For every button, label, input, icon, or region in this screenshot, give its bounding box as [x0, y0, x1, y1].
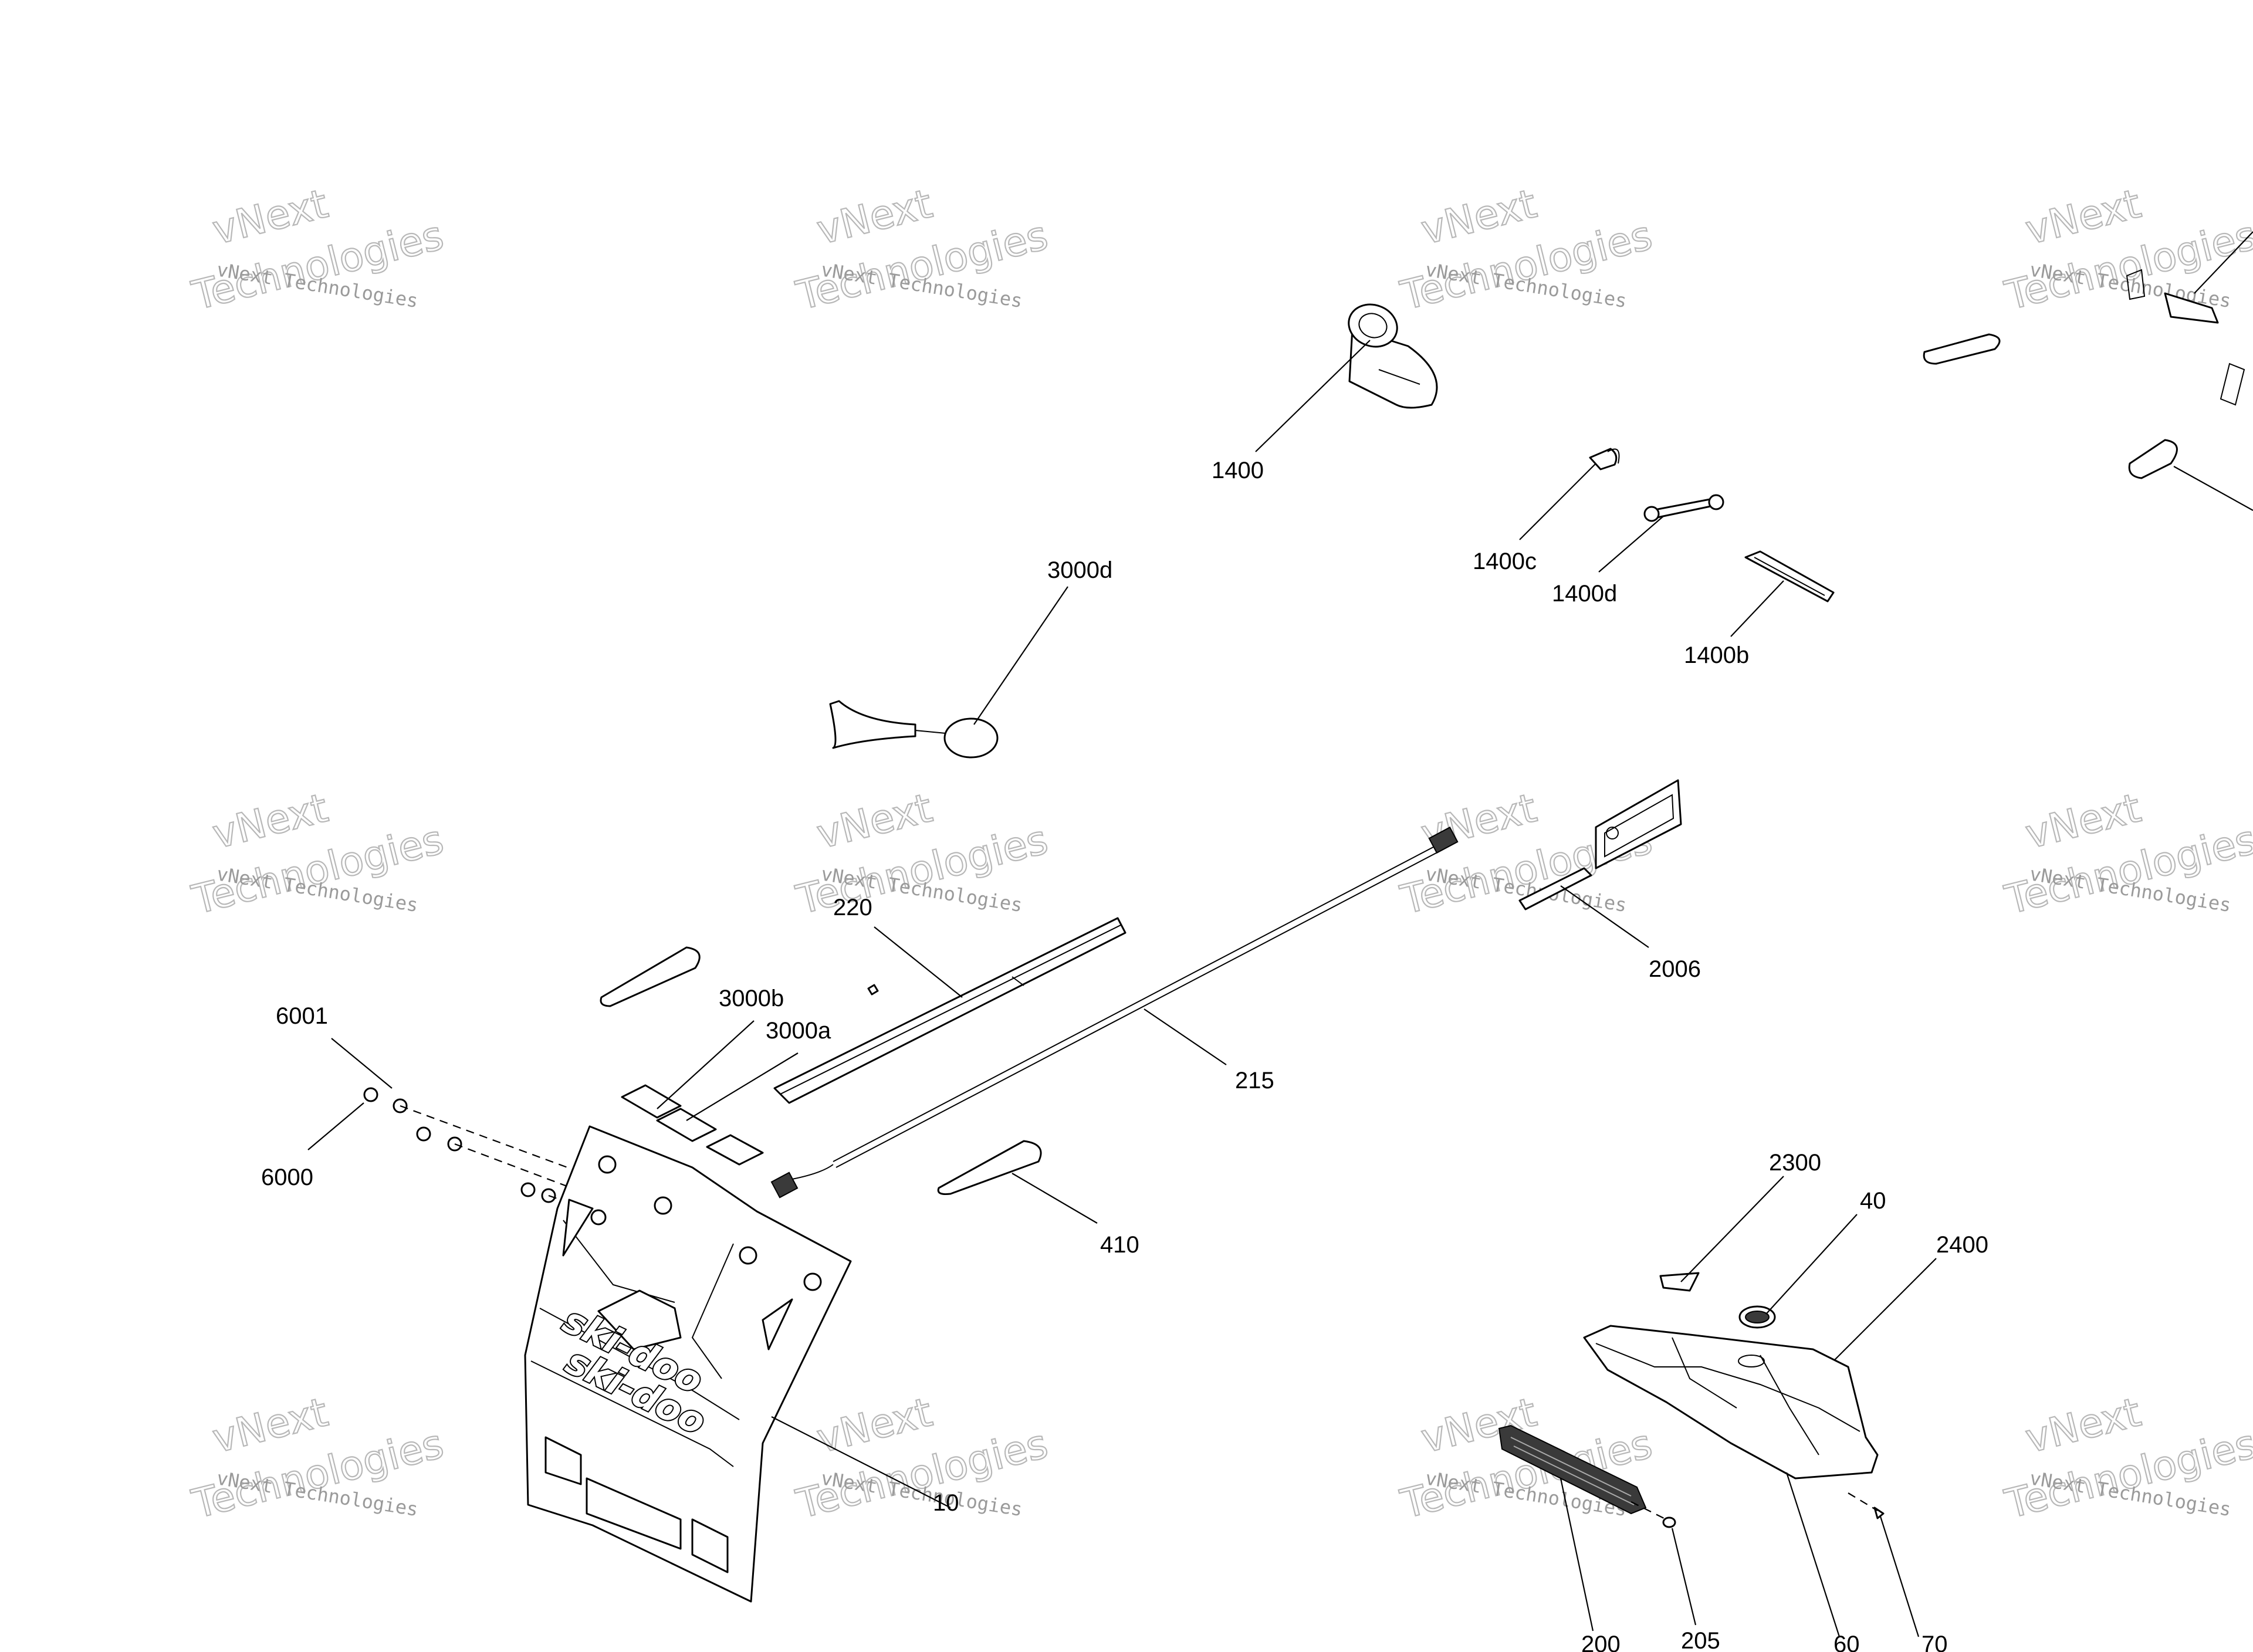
leader-2006	[1560, 885, 1649, 948]
leader-3000a	[686, 1052, 799, 1121]
callout-1400d: 1400d	[1552, 581, 1617, 607]
callout-6000: 6000	[261, 1164, 313, 1190]
callout-1400: 1400	[1212, 458, 1264, 483]
callout-220: 220	[833, 895, 872, 920]
leader-220	[874, 926, 963, 998]
part-1400d-wrench	[1643, 494, 1724, 522]
part-3000d-mirror	[829, 700, 999, 759]
callout-6001: 6001	[276, 1003, 328, 1029]
part-220-strip	[773, 917, 1126, 1104]
callout-1400c: 1400c	[1473, 549, 1537, 574]
leader-1400c	[1519, 463, 1596, 540]
part-60-housing	[1583, 1325, 1879, 1480]
leader-205	[1671, 1528, 1697, 1626]
leader-2400	[1830, 1258, 1937, 1365]
leader-6001	[331, 1038, 393, 1089]
part-10-hood	[524, 1125, 852, 1603]
part-1400c-hook	[1589, 448, 1620, 470]
callout-215: 215	[1235, 1068, 1274, 1094]
leader-3000d	[973, 586, 1068, 725]
callout-200: 200	[1581, 1631, 1621, 1652]
leader-70	[1879, 1516, 1920, 1637]
part-3000b-pad	[621, 1084, 764, 1166]
callout-3000d: 3000d	[1047, 557, 1112, 583]
leader-top-right-b	[2173, 466, 2253, 511]
callout-60: 60	[1833, 1631, 1860, 1652]
leader-410	[1012, 1173, 1098, 1224]
part-1400-cylinder	[1348, 303, 1438, 409]
leader-60	[1785, 1472, 1841, 1637]
callout-2300: 2300	[1769, 1150, 1821, 1176]
callout-205: 205	[1681, 1628, 1720, 1652]
callout-3000b: 3000b	[719, 986, 784, 1011]
callout-410: 410	[1100, 1232, 1139, 1258]
part-410-trim	[937, 1140, 1042, 1195]
callout-2006: 2006	[1649, 956, 1701, 982]
leader-2300	[1680, 1176, 1784, 1282]
dash-line-70	[1848, 1492, 1878, 1511]
part-left-trim	[600, 946, 701, 1007]
part-1400b-strap	[1744, 550, 1835, 602]
callout-70: 70	[1922, 1631, 1948, 1652]
leader-40	[1765, 1214, 1858, 1315]
part-2006-plate	[1518, 779, 1682, 910]
leader-top-right-a	[2194, 231, 2253, 294]
part-200-grille	[1498, 1424, 1647, 1515]
part-40-emblem	[1738, 1305, 1776, 1329]
part-205-screw	[1662, 1516, 1676, 1528]
callout-2400: 2400	[1936, 1232, 1988, 1258]
leader-6000	[307, 1102, 364, 1150]
leader-1400b	[1730, 580, 1784, 637]
leader-3000b	[657, 1020, 755, 1109]
leader-1400	[1255, 340, 1371, 452]
callout-1400b: 1400b	[1684, 642, 1749, 668]
leader-10	[771, 1416, 951, 1508]
dash-line-205	[1630, 1501, 1667, 1520]
part-2300-decal	[1659, 1272, 1700, 1292]
part-fasteners	[363, 1087, 556, 1203]
callout-3000a: 3000a	[766, 1018, 831, 1044]
leader-1400d	[1598, 516, 1664, 573]
part-215-harness	[770, 826, 1459, 1199]
leader-215	[1144, 1008, 1227, 1065]
callout-10: 10	[933, 1490, 959, 1516]
callout-40: 40	[1860, 1188, 1886, 1214]
part-top-right-clip	[1923, 269, 2245, 479]
leader-200	[1559, 1478, 1594, 1631]
